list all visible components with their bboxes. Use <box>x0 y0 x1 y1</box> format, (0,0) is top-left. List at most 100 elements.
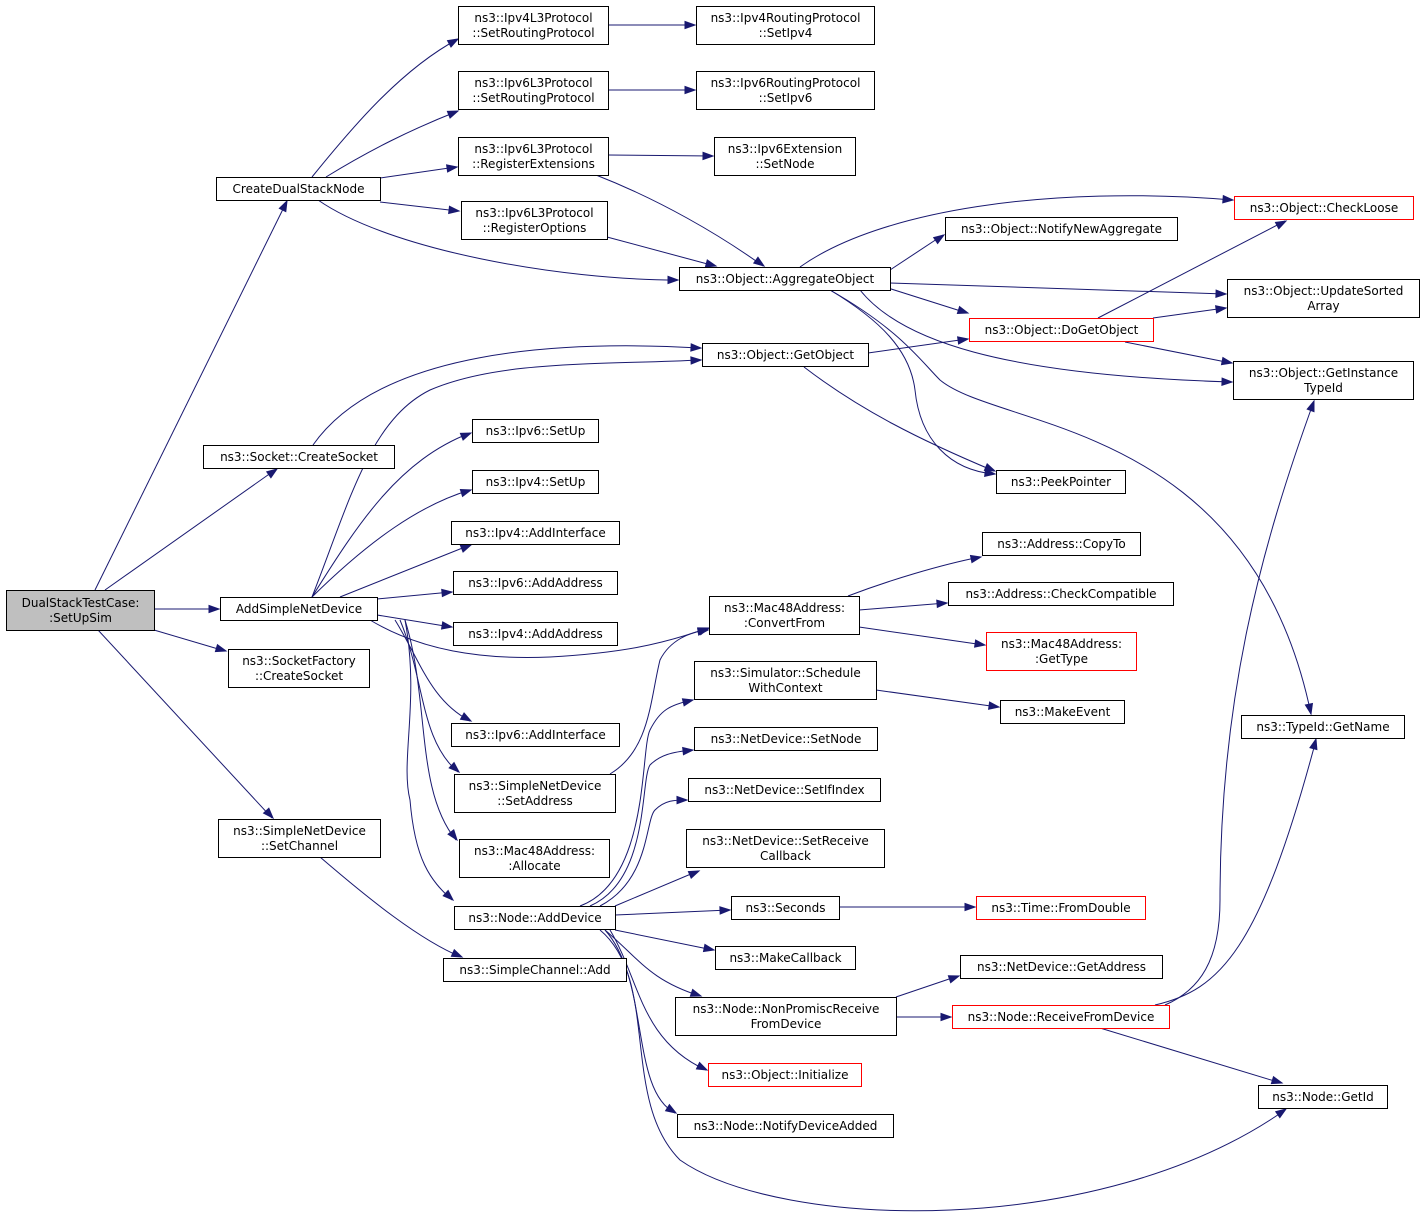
node-label-line: ns3::Object::DoGetObject <box>985 323 1139 337</box>
function-node-timeFromD[interactable]: ns3::Time::FromDouble <box>976 896 1146 920</box>
function-node-nodeRecv[interactable]: ns3::Node::ReceiveFromDevice <box>952 1005 1170 1029</box>
call-edge-addSimple-to-ipv6AddAddr <box>376 588 454 600</box>
function-node-socketCreate[interactable]: ns3::Socket::CreateSocket <box>203 445 395 469</box>
function-node-scAdd[interactable]: ns3::SimpleChannel::Add <box>443 958 627 982</box>
edge-line <box>859 289 1232 383</box>
function-node-nodeAddDev[interactable]: ns3::Node::AddDevice <box>454 906 616 930</box>
node-box <box>443 958 627 982</box>
function-node-macConv[interactable]: ns3::Mac48Address::ConvertFrom <box>709 596 860 635</box>
edge-arrowhead <box>969 554 983 564</box>
edge-line <box>614 870 699 907</box>
function-node-ipv4AddAddr[interactable]: ns3::Ipv4::AddAddress <box>453 622 618 646</box>
edge-line <box>606 236 716 267</box>
call-edge-aggObj-to-checkLoose <box>799 194 1235 268</box>
edge-line <box>379 201 459 212</box>
function-node-checkLoose[interactable]: ns3::Object::CheckLoose <box>1234 196 1414 220</box>
function-node-addrCheck[interactable]: ns3::Address::CheckCompatible <box>948 582 1174 606</box>
function-node-ipv6L3RegExt[interactable]: ns3::Ipv6L3Protocol::RegisterExtensions <box>458 137 609 176</box>
call-edge-ipv4L3SetRP-to-ipv4RPSetIpv4 <box>608 20 697 30</box>
node-label-line: ns3::Ipv4L3Protocol <box>474 11 592 25</box>
function-node-ndGetAddr[interactable]: ns3::NetDevice::GetAddress <box>960 955 1163 979</box>
node-box <box>945 217 1178 241</box>
function-node-notifyAgg[interactable]: ns3::Object::NotifyNewAggregate <box>945 217 1178 241</box>
call-edge-getObj-to-doGetObj <box>867 336 970 354</box>
call-edge-macConv-to-macGetType <box>858 626 987 648</box>
function-node-ipv4AddIf[interactable]: ns3::Ipv4::AddInterface <box>451 521 620 545</box>
function-node-snSetChannel[interactable]: ns3::SimpleNetDevice::SetChannel <box>218 819 381 858</box>
function-node-peekPtr[interactable]: ns3::PeekPointer <box>996 470 1126 494</box>
edge-arrowhead <box>973 639 987 648</box>
function-node-addSimple[interactable]: AddSimpleNetDevice <box>220 597 378 621</box>
function-node-ndSetNode[interactable]: ns3::NetDevice::SetNode <box>694 727 878 751</box>
edge-arrowhead <box>684 85 697 95</box>
edge-line <box>317 199 678 281</box>
call-edge-doGetObj-to-getInst <box>1124 341 1234 366</box>
node-label-line: :Allocate <box>508 859 560 873</box>
function-node-doGetObj[interactable]: ns3::Object::DoGetObject <box>969 318 1154 342</box>
function-node-ipv6L3RegOpt[interactable]: ns3::Ipv6L3Protocol::RegisterOptions <box>461 201 608 240</box>
node-box <box>458 137 609 176</box>
node-label-line: ::SetIpv6 <box>759 91 813 105</box>
function-node-makeEvent[interactable]: ns3::MakeEvent <box>1000 700 1125 724</box>
edge-arrowhead <box>956 336 970 345</box>
function-node-ipv4SetUp[interactable]: ns3::Ipv4::SetUp <box>472 470 599 494</box>
function-node-sockFactory[interactable]: ns3::SocketFactory::CreateSocket <box>228 649 370 688</box>
edge-arrowhead <box>681 698 695 707</box>
function-node-ipv4L3SetRP[interactable]: ns3::Ipv4L3Protocol::SetRoutingProtocol <box>458 6 609 45</box>
function-node-macAlloc[interactable]: ns3::Mac48Address::Allocate <box>459 839 610 878</box>
function-node-ipv6AddAddr[interactable]: ns3::Ipv6::AddAddress <box>453 571 618 595</box>
edge-line <box>1099 1027 1282 1084</box>
function-node-ipv4RPSetIpv4[interactable]: ns3::Ipv4RoutingProtocol::SetIpv4 <box>696 6 875 45</box>
edge-arrowhead <box>440 621 454 630</box>
node-box <box>694 661 877 700</box>
call-edge-root-to-snSetChannel <box>97 629 275 820</box>
node-box <box>952 1005 1170 1029</box>
edge-line <box>404 619 457 841</box>
function-node-addrCopyTo[interactable]: ns3::Address::CopyTo <box>982 532 1141 556</box>
edge-line <box>609 629 708 775</box>
call-edge-addSimple-to-snSetAddr <box>399 619 461 773</box>
node-box <box>461 201 608 240</box>
node-label-line: ns3::Node::ReceiveFromDevice <box>968 1010 1155 1024</box>
call-edge-nodeRecv-to-getInst <box>1164 399 1315 1006</box>
call-edge-addSimple-to-getObj <box>311 356 703 598</box>
function-node-seconds[interactable]: ns3::Seconds <box>731 896 840 920</box>
function-node-objInit[interactable]: ns3::Object::Initialize <box>708 1063 862 1087</box>
function-node-ipv6AddIf[interactable]: ns3::Ipv6::AddInterface <box>451 723 620 747</box>
call-edge-ipv6L3RegExt-to-ipv6ExtSetNode <box>607 151 715 161</box>
node-box <box>1233 361 1414 400</box>
function-node-aggObj[interactable]: ns3::Object::AggregateObject <box>679 267 891 291</box>
edge-arrowhead <box>448 761 461 773</box>
function-node-nodeNotify[interactable]: ns3::Node::NotifyDeviceAdded <box>677 1114 894 1138</box>
node-label-line: ::RegisterExtensions <box>472 157 595 171</box>
edge-line <box>799 195 1233 268</box>
node-label-line: ns3::Ipv4::AddInterface <box>465 526 606 540</box>
function-node-snSetAddr[interactable]: ns3::SimpleNetDevice::SetAddress <box>454 774 616 813</box>
function-node-ipv6RPSetIpv6[interactable]: ns3::Ipv6RoutingProtocol::SetIpv6 <box>696 71 875 110</box>
function-node-typeGetName[interactable]: ns3::TypeId::GetName <box>1241 715 1405 739</box>
node-label-line: Array <box>1307 299 1339 313</box>
edge-arrowhead <box>1220 356 1234 366</box>
node-box <box>976 896 1146 920</box>
function-node-createDual[interactable]: CreateDualStackNode <box>216 177 381 201</box>
function-node-nodeGetId[interactable]: ns3::Node::GetId <box>1258 1085 1388 1109</box>
edge-arrowhead <box>1274 220 1288 230</box>
node-label-line: WithContext <box>748 681 823 695</box>
function-node-ndSetIf[interactable]: ns3::NetDevice::SetIfIndex <box>688 778 881 802</box>
node-label-line: AddSimpleNetDevice <box>236 602 362 616</box>
node-label-line: ns3::Mac48Address: <box>724 601 845 615</box>
edge-line <box>604 929 676 1114</box>
node-label-line: ns3::Mac48Address: <box>1001 637 1122 651</box>
function-node-ipv6ExtSetNode[interactable]: ns3::Ipv6Extension::SetNode <box>714 137 856 176</box>
function-node-makeCb[interactable]: ns3::MakeCallback <box>715 946 856 970</box>
function-node-ipv6SetUp[interactable]: ns3::Ipv6::SetUp <box>472 419 599 443</box>
function-node-ipv6L3SetRP[interactable]: ns3::Ipv6L3Protocol::SetRoutingProtocol <box>458 71 609 110</box>
function-node-getObj[interactable]: ns3::Object::GetObject <box>702 343 869 367</box>
function-node-macGetType[interactable]: ns3::Mac48Address::GetType <box>986 632 1137 671</box>
function-node-root[interactable]: DualStackTestCase::SetUpSim <box>6 590 155 631</box>
